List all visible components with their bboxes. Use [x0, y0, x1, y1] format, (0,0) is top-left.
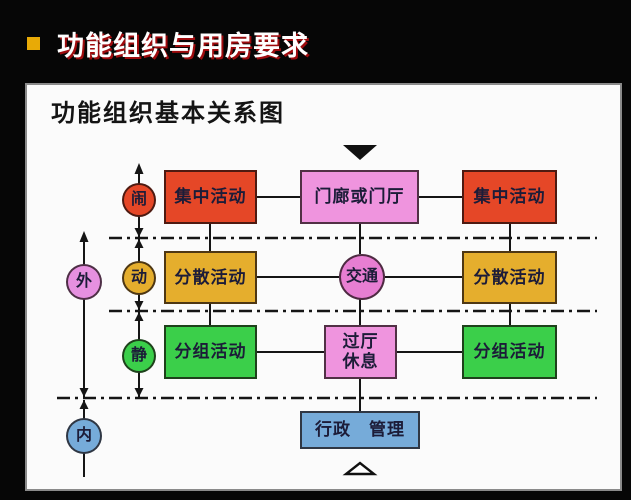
up-arrow-icon	[134, 163, 144, 174]
node-concentrated-activity-right: 集中活动	[462, 170, 557, 224]
down-arrow-icon	[79, 388, 89, 397]
connector-layer	[57, 145, 597, 477]
hall-rest-line2: 休息	[342, 352, 379, 371]
down-arrow-icon	[134, 228, 144, 237]
main-entrance-triangle-icon	[343, 145, 377, 160]
label-noisy-circle: 闹	[122, 183, 156, 217]
label-quiet-circle: 静	[122, 339, 156, 373]
label-dynamic-circle: 动	[122, 261, 156, 295]
label-outer-circle: 外	[66, 264, 102, 300]
secondary-entrance-triangle-icon	[342, 461, 378, 476]
node-traffic-circle: 交通	[339, 254, 385, 300]
node-hall-rest: 过厅 休息	[324, 325, 397, 379]
diagram-panel: 功能组织基本关系图	[25, 83, 622, 491]
node-concentrated-activity-left: 集中活动	[164, 170, 257, 224]
down-arrow-icon	[134, 388, 144, 397]
node-scattered-activity-right: 分散活动	[462, 251, 557, 304]
hall-rest-line1: 过厅	[342, 332, 379, 352]
node-admin-management: 行政 管理	[300, 411, 420, 449]
slide-title: 功能组织与用房要求	[57, 31, 309, 61]
down-arrow-icon	[134, 301, 144, 310]
node-scattered-activity-left: 分散活动	[164, 251, 257, 304]
node-porch-or-hall: 门廊或门厅	[300, 170, 419, 224]
node-group-activity-right: 分组活动	[462, 325, 557, 379]
up-arrow-icon	[134, 239, 144, 248]
slide-header: 功能组织与用房要求	[0, 0, 631, 83]
panel-title: 功能组织基本关系图	[51, 100, 285, 127]
up-arrow-icon	[134, 312, 144, 321]
bullet-square-icon	[27, 37, 40, 50]
label-inner-circle: 内	[66, 418, 102, 454]
node-group-activity-left: 分组活动	[164, 325, 257, 379]
up-arrow-icon	[79, 231, 89, 242]
